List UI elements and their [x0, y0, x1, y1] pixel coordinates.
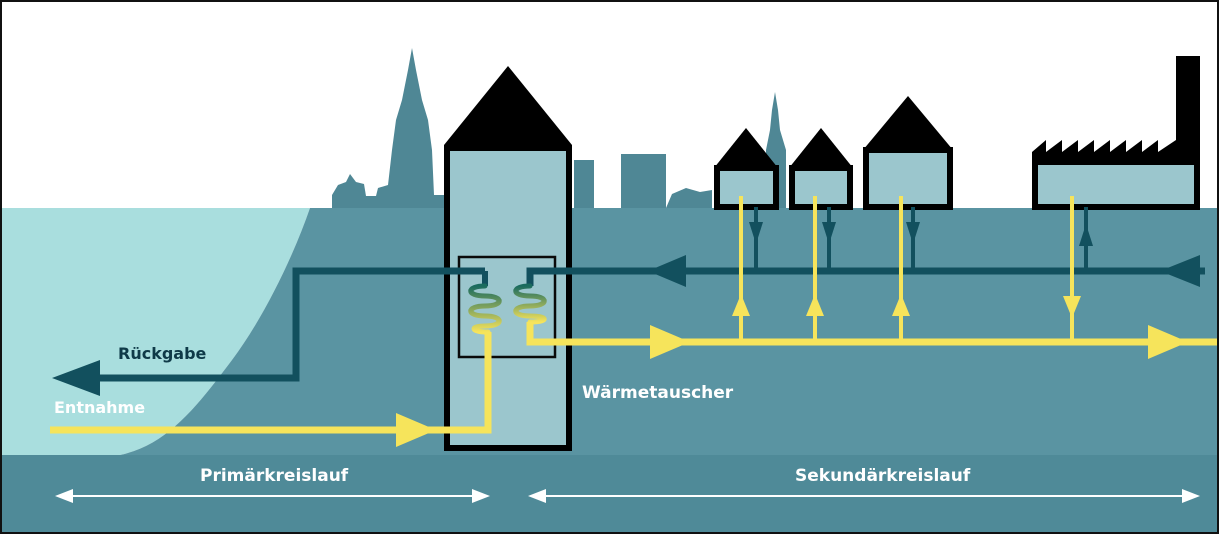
- arrow-down-icon: [749, 222, 763, 244]
- intake-label: Entnahme: [54, 398, 146, 417]
- ground: [0, 208, 1219, 534]
- primary-span-arrow: [55, 489, 490, 503]
- secondary-circuit-label: Sekundärkreislauf: [795, 466, 971, 486]
- heat-exchanger-coil-icon: [468, 283, 502, 335]
- arrow-right-icon: [1148, 325, 1188, 359]
- lake: [0, 208, 310, 455]
- factory-icon: [1032, 56, 1200, 210]
- heat-exchanger-coil-icon: [513, 283, 547, 325]
- return-pipe-arrows: [52, 222, 1200, 396]
- hill: [666, 188, 712, 208]
- arrow-left-icon: [52, 360, 100, 396]
- arrow-right-icon: [396, 413, 436, 447]
- house-icon: [714, 128, 779, 210]
- arrow-right-icon: [650, 325, 690, 359]
- arrow-right-icon: [472, 489, 490, 503]
- building-body: [444, 145, 572, 451]
- town-block: [621, 154, 666, 208]
- arrow-left-icon: [528, 489, 546, 503]
- house-icon: [863, 96, 953, 210]
- arrow-up-icon: [1079, 224, 1093, 246]
- arrow-down-icon: [906, 222, 920, 244]
- city-skyline: [332, 48, 786, 208]
- arrow-left-icon: [55, 489, 73, 503]
- church-tower-icon: [332, 48, 445, 208]
- return-label: Rückgabe: [118, 344, 207, 363]
- town-block: [574, 160, 594, 208]
- arrow-up-icon: [732, 294, 750, 316]
- heat-exchanger-label: Wärmetauscher: [582, 383, 734, 403]
- house-icon: [789, 128, 853, 210]
- arrow-right-icon: [1182, 489, 1200, 503]
- ground-lower-band: [0, 455, 1219, 534]
- arrow-left-icon: [648, 255, 686, 287]
- roof: [444, 66, 572, 145]
- arrow-up-icon: [806, 294, 824, 316]
- primary-circuit-label: Primärkreislauf: [200, 466, 349, 486]
- exchanger-frame: [457, 255, 557, 359]
- arrow-left-icon: [1160, 255, 1200, 287]
- secondary-span-arrow: [528, 489, 1200, 503]
- arrow-down-icon: [1063, 296, 1081, 318]
- arrow-up-icon: [892, 294, 910, 316]
- heat-exchanger-building: [444, 66, 572, 451]
- supply-pipe-arrows: [396, 294, 1188, 447]
- arrow-down-icon: [822, 222, 836, 244]
